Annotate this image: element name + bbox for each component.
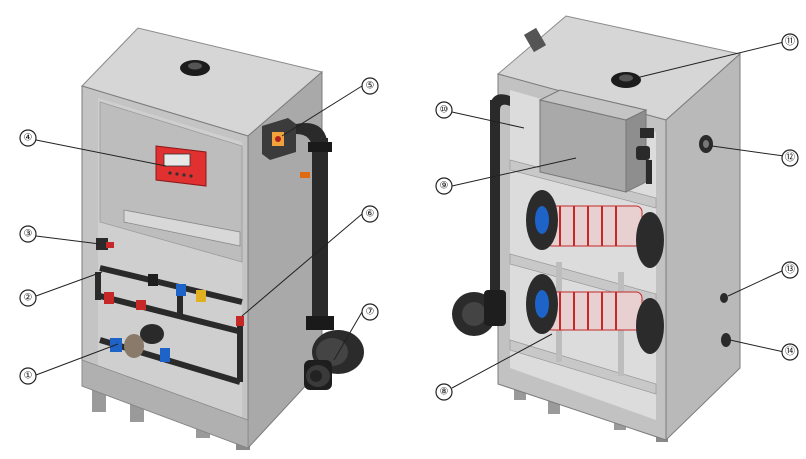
rear-unit bbox=[452, 15, 742, 442]
leader-5 bbox=[281, 85, 363, 137]
controller-unit bbox=[155, 145, 207, 187]
callout-8: ⑧ bbox=[435, 383, 453, 401]
callouts: ① ② ③ ④ ⑤ ⑥ ⑦ ⑧ bbox=[19, 33, 799, 401]
svg-text:⑦: ⑦ bbox=[366, 307, 375, 318]
callout-10: ⑩ bbox=[435, 101, 453, 119]
pump bbox=[304, 330, 364, 390]
filter-cartridge-upper bbox=[526, 190, 664, 268]
filter-cartridge-lower bbox=[526, 274, 664, 354]
svg-text:②: ② bbox=[24, 293, 33, 304]
leader-7 bbox=[333, 311, 363, 361]
leader-10 bbox=[451, 111, 525, 129]
side-pipe bbox=[312, 138, 328, 328]
front-top-port-inner bbox=[188, 62, 202, 70]
callout-14: ⑭ bbox=[781, 343, 799, 361]
svg-text:⑩: ⑩ bbox=[440, 105, 449, 116]
svg-text:⑨: ⑨ bbox=[440, 181, 449, 192]
callout-4: ④ bbox=[19, 129, 37, 147]
svg-text:⑥: ⑥ bbox=[366, 209, 375, 220]
leader-1 bbox=[35, 343, 119, 376]
leader-2 bbox=[35, 271, 103, 297]
rear-shelf-lower bbox=[509, 339, 657, 395]
svg-text:①: ① bbox=[24, 371, 33, 382]
side-pipe-collar bbox=[306, 316, 334, 330]
svg-text:⑭: ⑭ bbox=[785, 346, 795, 358]
leader-6 bbox=[241, 213, 363, 317]
leader-3 bbox=[35, 235, 101, 245]
side-port-14 bbox=[721, 333, 731, 347]
front-unit bbox=[81, 27, 364, 450]
callout-13: ⑬ bbox=[781, 261, 799, 279]
rear-fitting bbox=[646, 160, 652, 184]
callout-3: ③ bbox=[19, 225, 37, 243]
leader-4 bbox=[35, 139, 167, 167]
leader-13 bbox=[727, 269, 785, 297]
rear-unit-side bbox=[665, 52, 741, 442]
callout-9: ⑨ bbox=[435, 177, 453, 195]
leader-8 bbox=[451, 333, 553, 389]
front-plinth bbox=[81, 359, 249, 449]
svg-text:⑫: ⑫ bbox=[785, 152, 795, 164]
rear-left-pipe-top bbox=[490, 94, 510, 110]
side-port-12-inner bbox=[703, 140, 709, 148]
callout-11: ⑪ bbox=[781, 33, 799, 51]
leader-12 bbox=[711, 145, 785, 157]
callout-1: ① bbox=[19, 367, 37, 385]
svg-text:⑬: ⑬ bbox=[785, 264, 795, 276]
leader-11 bbox=[635, 41, 785, 79]
front-slot bbox=[123, 209, 241, 247]
piping-manifold bbox=[95, 265, 244, 385]
svg-text:④: ④ bbox=[24, 133, 33, 144]
svg-text:⑪: ⑪ bbox=[785, 36, 795, 48]
rear-left-pipe bbox=[490, 100, 500, 310]
side-valve bbox=[300, 172, 310, 178]
svg-text:③: ③ bbox=[24, 229, 33, 240]
rear-top-port-inner bbox=[619, 74, 633, 82]
svg-text:⑧: ⑧ bbox=[440, 387, 449, 398]
side-port-13 bbox=[720, 293, 728, 303]
rear-pump bbox=[452, 290, 506, 336]
switch-box bbox=[262, 118, 296, 160]
callout-6: ⑥ bbox=[361, 205, 379, 223]
rear-fitting bbox=[636, 146, 650, 160]
valve-3 bbox=[96, 238, 114, 250]
leader-14 bbox=[729, 339, 785, 353]
callout-7: ⑦ bbox=[361, 303, 379, 321]
callout-12: ⑫ bbox=[781, 149, 799, 167]
leader-9 bbox=[451, 157, 577, 187]
rear-left-collar bbox=[523, 27, 547, 53]
rear-fitting bbox=[640, 128, 654, 138]
callout-2: ② bbox=[19, 289, 37, 307]
side-pipe-collar bbox=[308, 142, 332, 152]
callout-5: ⑤ bbox=[361, 77, 379, 95]
svg-text:⑤: ⑤ bbox=[366, 81, 375, 92]
leader-lines bbox=[35, 41, 785, 389]
